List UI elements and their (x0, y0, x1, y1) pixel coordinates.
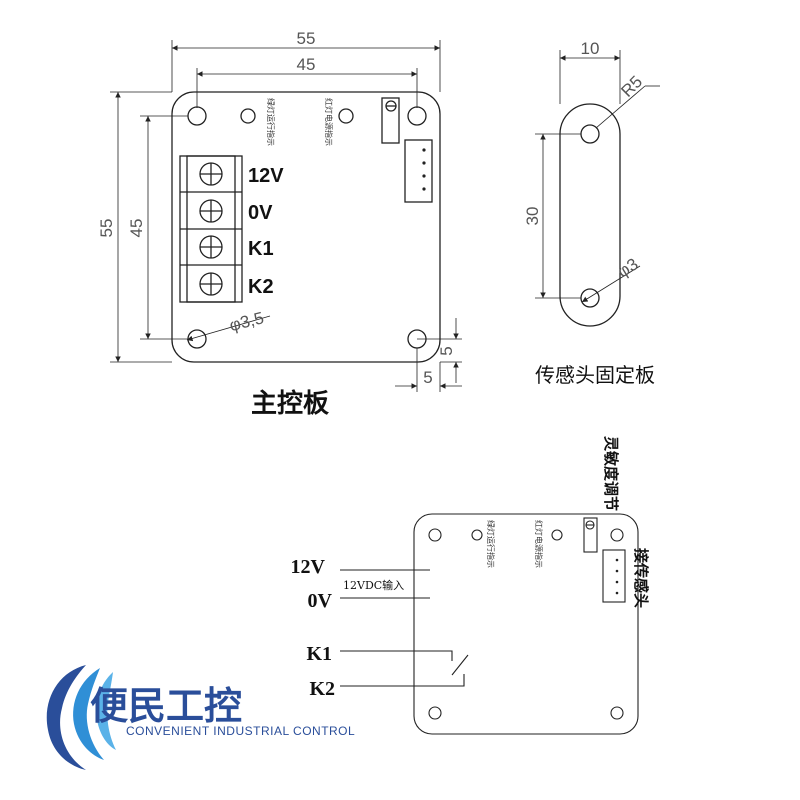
sensor-dim-width: 10 (581, 39, 600, 58)
wire-k2 (340, 674, 465, 687)
dim-offset-x: 5 (423, 368, 432, 387)
sensor-dim-radius: R5 (617, 72, 646, 101)
brand-logo (46, 665, 116, 770)
terminal-label-k2: K2 (248, 276, 274, 298)
sensor-connect-label: 接传感头 (632, 548, 650, 608)
dim-offset-y: 5 (437, 346, 456, 355)
sensor-plate-caption: 传感头固定板 (535, 363, 655, 387)
sensor-plate-drawing (535, 50, 660, 327)
wiring-input-note: 12VDC输入 (343, 578, 404, 592)
mount-hole-tr (407, 106, 427, 126)
wiring-label-k2: K2 (309, 678, 335, 700)
dim-height-holes: 45 (127, 219, 146, 238)
sensor-connector (404, 139, 433, 203)
wiring-red-led (551, 529, 563, 541)
dim-height-outer: 55 (97, 219, 116, 238)
terminal-label-0v: 0V (248, 202, 273, 224)
dim-width-outer: 55 (297, 29, 316, 48)
mount-hole-tl (187, 106, 207, 126)
brand-name-cn: 便民工控 (90, 684, 242, 728)
main-board-caption: 主控板 (251, 389, 329, 419)
wiring-label-k1: K1 (306, 643, 332, 665)
sensor-hole-bottom (580, 288, 600, 308)
brand-logo-mark (46, 665, 86, 770)
green-led-label: 绿灯运行指示 (266, 98, 276, 146)
wiring-label-12v: 12V (291, 556, 326, 578)
sensor-dim-hole: φ3 (614, 254, 641, 281)
wiring-green-led-label: 绿灯运行指示 (486, 520, 496, 568)
red-led (338, 108, 354, 124)
relay-contact (451, 654, 469, 676)
wiring-sensor-connector (602, 549, 626, 603)
dim-hole-dia: φ3,5 (228, 308, 266, 335)
brand-name-en: CONVENIENT INDUSTRIAL CONTROL (126, 724, 355, 738)
wiring-red-led-label: 红灯电源指示 (534, 520, 544, 568)
sensitivity-label: 灵敏度调节 (602, 436, 620, 511)
dim-width-holes: 45 (297, 55, 316, 74)
main-board-outline (171, 91, 441, 363)
sensor-dim-spacing: 30 (523, 207, 542, 226)
red-led-label: 红灯电源指示 (324, 98, 334, 146)
wiring-green-led (471, 529, 483, 541)
wiring-board-outline (413, 513, 639, 735)
green-led (240, 108, 256, 124)
sensor-plate-outline (559, 103, 621, 327)
main-board-drawing (110, 40, 462, 392)
wiring-potentiometer (583, 517, 598, 553)
wiring-label-0v: 0V (308, 590, 333, 612)
terminal-label-12v: 12V (248, 165, 284, 187)
wire-k1 (340, 650, 453, 661)
wiring-diagram (340, 513, 639, 735)
potentiometer (381, 97, 400, 144)
terminal-label-k1: K1 (248, 238, 274, 260)
terminal-block (179, 155, 243, 303)
